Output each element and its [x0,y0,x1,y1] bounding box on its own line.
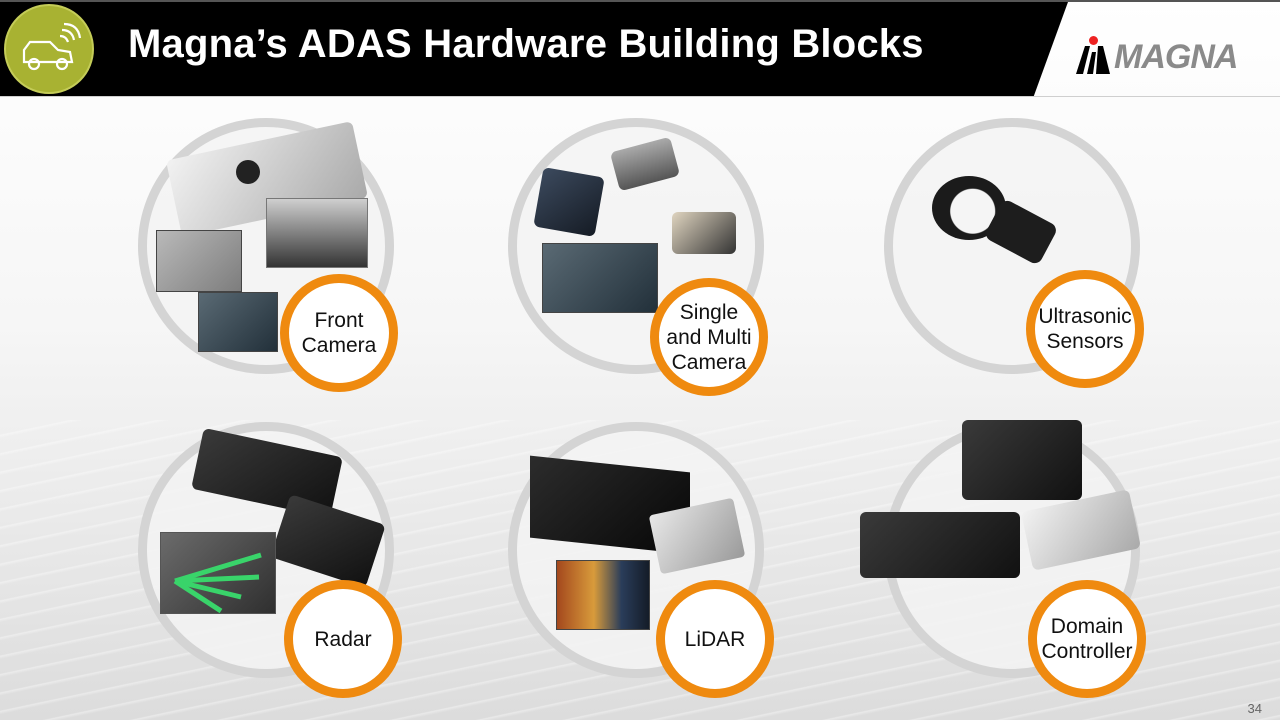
top-border [0,0,1280,2]
page-title: Magna’s ADAS Hardware Building Blocks [128,22,924,66]
controller-unit-image [860,512,1020,578]
label-line: Radar [314,627,372,651]
camera-lens-image [236,160,260,184]
radar-detection-image [160,532,276,614]
label-line: Sensors [1046,330,1124,353]
lidar-label: LiDAR [656,580,774,698]
traffic-scene-image [156,230,242,292]
point-cloud-image [556,560,650,630]
connected-car-icon [4,4,94,94]
label-line: LiDAR [684,627,746,651]
label-line: Domain [1050,615,1124,638]
header-bar [0,2,1068,96]
label-line: Controller [1041,640,1133,663]
camera-unit-image [533,167,605,237]
magna-logo-text: MAGNA [1114,38,1238,76]
label-line: Single [679,300,739,324]
front-camera-module-image [266,198,368,268]
label-line: Camera [301,334,377,357]
header-divider [0,96,1280,97]
radar-label: Radar [284,580,402,698]
label-line: and Multi [666,325,752,349]
label-line: Ultrasonic [1038,305,1132,328]
magna-logo-mark-icon [1076,36,1112,74]
surround-view-image [542,243,658,313]
controller-heatsink-image [962,420,1082,500]
page-number: 34 [1247,701,1262,716]
label-line: Front [314,309,364,332]
compact-camera-image [672,212,736,254]
pedestrian-detection-image [198,292,278,352]
label-line: Camera [671,350,747,374]
magna-logo: MAGNA [1076,34,1238,76]
